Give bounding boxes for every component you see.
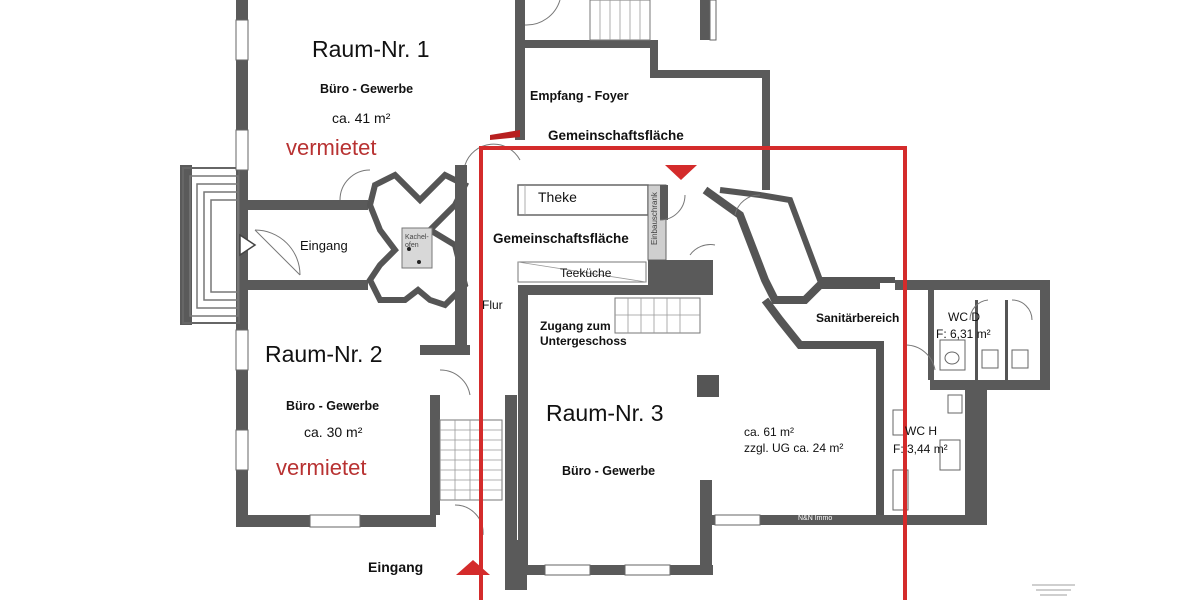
- window-bottom: [624, 564, 671, 576]
- wall-wc-top: [895, 280, 1050, 290]
- wall-room2-top: [248, 280, 368, 290]
- room3-title: Raum-Nr. 3: [546, 400, 664, 426]
- wall-empfang-step: [650, 40, 658, 75]
- window-bottom: [544, 564, 591, 576]
- triangle-up-icon: [456, 560, 490, 575]
- wall-empfang-left: [515, 0, 525, 140]
- kachelofen-dot: [407, 247, 411, 251]
- door-arc: [439, 369, 471, 396]
- label-wc-h: WC H: [905, 424, 937, 438]
- room2-use: Büro - Gewerbe: [286, 399, 380, 413]
- door-arc: [339, 169, 371, 201]
- door-arc: [734, 194, 761, 216]
- wall-wch-bottom: [880, 515, 970, 525]
- room1-area: ca. 41 m²: [332, 110, 391, 126]
- wall-wc-bottom: [930, 380, 1050, 390]
- wall-wch-right: [965, 380, 987, 525]
- door-leaf: [254, 229, 301, 276]
- room1-title: Raum-Nr. 1: [312, 36, 430, 62]
- stair-left: [439, 419, 503, 501]
- door-arc: [524, 0, 561, 26]
- wall-empfang-right: [762, 70, 770, 190]
- window-bottom-left: [309, 514, 361, 528]
- wall-center-left: [455, 165, 467, 345]
- label-theke: Theke: [538, 189, 577, 205]
- stair-top: [589, 0, 651, 41]
- label-wc-h-area: F: 3,44 m²: [893, 442, 948, 456]
- label-eingang-left: Eingang: [300, 238, 348, 253]
- room1-use: Büro - Gewerbe: [320, 82, 414, 96]
- door-arc: [1011, 299, 1033, 321]
- room3-area-extra: zzgl. UG ca. 24 m²: [744, 441, 844, 455]
- door-arc: [454, 504, 484, 536]
- label-kachelofen: Kachel- ofen: [405, 234, 429, 249]
- door-arc: [689, 244, 716, 256]
- door-arc: [659, 194, 686, 221]
- room2-area: ca. 30 m²: [304, 424, 363, 440]
- window-bottom: [714, 514, 761, 526]
- wall-theke-end: [660, 185, 668, 220]
- label-empfang: Empfang - Foyer: [530, 89, 629, 103]
- room3-area: ca. 61 m²: [744, 425, 795, 439]
- wall-wc-right: [1040, 280, 1050, 390]
- wall-room3-top: [518, 285, 713, 295]
- wall-flur-ledge: [420, 345, 470, 355]
- label-wc-d-area: F: 6,31 m²: [936, 327, 991, 341]
- label-wc-d: WC D: [948, 310, 980, 324]
- label-teekueche: Teeküche: [560, 266, 612, 280]
- kachelofen-structure: [366, 171, 470, 309]
- door-arc: [464, 143, 521, 166]
- door-arc: [969, 299, 989, 321]
- wc-d-fixtures: [939, 300, 1029, 380]
- label-gemeinschaft-mid: Gemeinschaftsfläche: [493, 231, 629, 246]
- wall-corridor-upper: [702, 186, 880, 304]
- wall-room3-left: [518, 285, 528, 575]
- wall-stair-right: [505, 395, 517, 545]
- left-windows: [235, 19, 249, 471]
- window-top: [709, 0, 717, 41]
- wall-room3-bottom: [518, 565, 713, 575]
- column: [697, 375, 719, 397]
- label-gemeinschaft-top: Gemeinschaftsfläche: [548, 128, 684, 143]
- rental-highlight-frame: [479, 146, 907, 600]
- door-arc: [254, 229, 301, 276]
- wall-wcd-left: [928, 290, 934, 380]
- wall-empfang-top: [515, 40, 655, 48]
- entry-steps: [182, 167, 240, 324]
- door-arc: [904, 344, 936, 371]
- wall-room3-bottom-right: [700, 515, 890, 525]
- stair-down: [614, 297, 701, 334]
- door-marker: [490, 130, 520, 140]
- room3-use: Büro - Gewerbe: [562, 464, 656, 478]
- label-eingang-bottom: Eingang: [368, 559, 424, 575]
- label-credit: N&N Immo: [798, 515, 833, 522]
- kachelofen-dot: [417, 260, 421, 264]
- label-einbauschrank: Einbauschrank: [650, 192, 659, 245]
- wall-corridor-lower: [719, 187, 895, 283]
- wall-top-stub: [700, 0, 710, 40]
- watermark-icon: [1032, 584, 1075, 596]
- label-sanitaer: Sanitärbereich: [816, 311, 900, 325]
- wall-empfang-step2: [650, 70, 768, 78]
- teekueche-counter: [517, 261, 647, 283]
- room1-status: vermietet: [286, 135, 377, 160]
- wall-room1-bottom: [248, 200, 368, 210]
- triangle-down-icon: [665, 165, 697, 180]
- triangle-right-icon: [239, 233, 257, 257]
- wall-sanitaer-left: [761, 297, 884, 515]
- wall-stair-left: [430, 395, 440, 515]
- room2-title: Raum-Nr. 2: [265, 341, 383, 367]
- label-zugang: Zugang zum Untergeschoss: [540, 319, 627, 348]
- kachelofen-box: [401, 227, 433, 269]
- wall-room3-inner: [700, 480, 712, 575]
- label-flur: Flur: [482, 298, 503, 312]
- room2-status: vermietet: [276, 455, 367, 480]
